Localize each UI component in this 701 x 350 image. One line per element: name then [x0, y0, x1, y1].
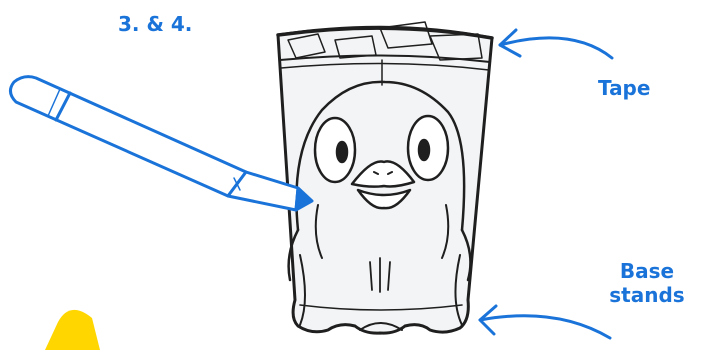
marker-pen-icon: [9, 75, 314, 212]
base-stands-line1: Base: [619, 259, 675, 283]
penguin-drawing: [287, 80, 472, 293]
arrow-tape-icon: [498, 28, 614, 60]
base-stands-line2: stands: [609, 283, 685, 307]
yellow-corner-shape: [45, 309, 100, 350]
tape-label: Tape: [598, 76, 651, 100]
step-label: 3. & 4.: [118, 12, 193, 36]
base-stands-label: Base stands: [601, 259, 693, 307]
arrow-base-icon: [478, 304, 612, 340]
